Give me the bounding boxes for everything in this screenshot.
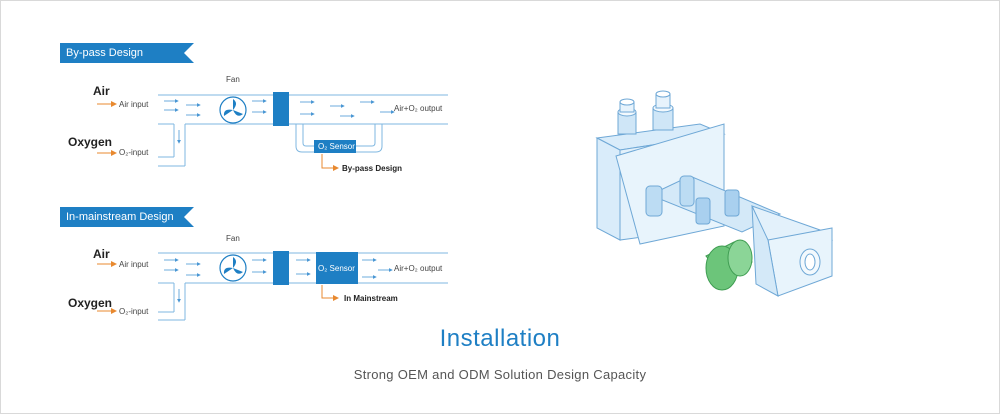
bypass-o2-input-label: O₂-input xyxy=(119,148,149,157)
sensor-device-illustration xyxy=(595,90,834,297)
mainstream-oxygen-label: Oxygen xyxy=(68,296,113,310)
mainstream-banner: In-mainstream Design xyxy=(60,207,194,227)
bypass-diagram xyxy=(97,92,448,171)
mixer-block xyxy=(273,92,289,126)
mainstream-air-label: Air xyxy=(93,247,110,261)
flow-arrows xyxy=(164,99,395,144)
bypass-sensor-label: O₂ Sensor xyxy=(318,142,355,151)
bypass-design-label: By-pass Design xyxy=(342,164,403,173)
mainstream-output-label: Air+O₂ output xyxy=(394,264,443,273)
mainstream-sensor-box xyxy=(316,252,358,284)
installation-subtitle: Strong OEM and ODM Solution Design Capac… xyxy=(353,367,647,382)
bypass-output-label: Air+O₂ output xyxy=(394,104,443,113)
bypass-banner: By-pass Design xyxy=(60,43,194,63)
bypass-air-label: Air xyxy=(93,84,110,98)
bypass-fan-label: Fan xyxy=(226,75,240,84)
mainstream-fan-label: Fan xyxy=(226,234,240,243)
mainstream-diagram xyxy=(97,251,448,321)
mixer-block xyxy=(273,251,289,285)
mainstream-air-input-label: Air input xyxy=(119,260,149,269)
mainstream-design-label: In Mainstream xyxy=(344,294,398,303)
bypass-oxygen-label: Oxygen xyxy=(68,135,113,149)
bypass-air-input-label: Air input xyxy=(119,100,149,109)
mainstream-o2-input-label: O₂-input xyxy=(119,307,149,316)
installation-title: Installation xyxy=(439,325,561,352)
flow-arrows xyxy=(164,258,393,303)
mainstream-sensor-label: O₂ Sensor xyxy=(318,264,355,273)
bypass-sensor-box xyxy=(314,140,356,153)
green-sensor-cap xyxy=(705,239,753,291)
